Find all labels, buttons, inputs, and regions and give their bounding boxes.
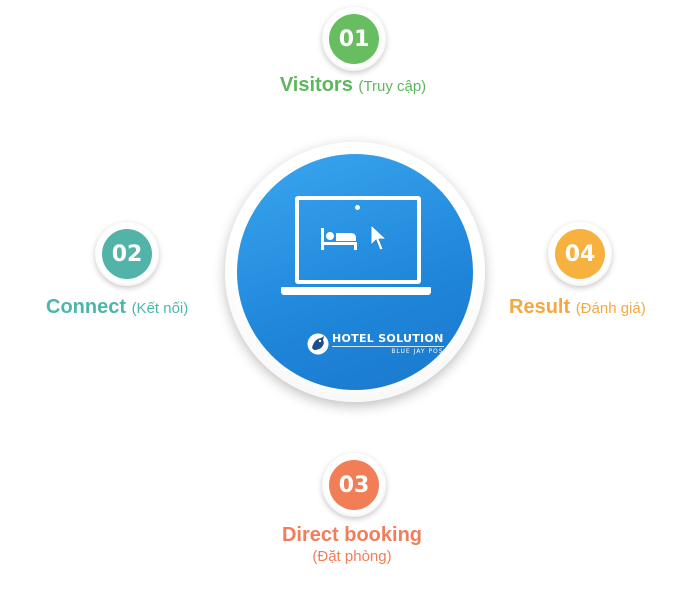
step-title-01: Visitors: [279, 74, 353, 96]
laptop-screen-icon: [295, 196, 421, 284]
brand-title: HOTEL SOLUTION: [332, 332, 444, 345]
step-title-02: Connect: [46, 296, 126, 318]
center-device-circle: HOTEL SOLUTION BLUE JAY POS: [237, 154, 473, 390]
bed-icon: [321, 228, 357, 250]
step-subtitle-04: (Đánh giá): [575, 300, 646, 317]
laptop-camera-icon: [355, 205, 360, 210]
step-label-03: Direct booking (Đặt phòng): [282, 524, 422, 568]
step-title-03: Direct booking: [281, 524, 423, 546]
step-number-02: 02: [102, 229, 152, 279]
step-badge-02: 02: [95, 222, 159, 286]
step-number-04: 04: [555, 229, 605, 279]
brand-text: HOTEL SOLUTION BLUE JAY POS: [332, 332, 444, 355]
step-subtitle-02: (Kết nối): [131, 300, 189, 317]
cursor-arrow-icon: [370, 224, 388, 251]
step-title-04: Result: [509, 296, 571, 318]
step-label-04: Result (Đánh giá): [509, 296, 646, 319]
center-device-ring: HOTEL SOLUTION BLUE JAY POS: [225, 142, 485, 402]
step-label-01: Visitors (Truy cập): [280, 74, 426, 97]
step-number-03: 03: [329, 460, 379, 510]
step-number-01: 01: [329, 14, 379, 64]
laptop-base-icon: [281, 287, 431, 295]
step-label-02: Connect (Kết nối): [46, 296, 188, 319]
step-subtitle-01: (Truy cập): [358, 78, 427, 95]
brand-logo: HOTEL SOLUTION BLUE JAY POS: [307, 332, 444, 355]
blue-jay-logo-icon: [307, 333, 329, 354]
step-badge-01: 01: [322, 7, 386, 71]
step-subtitle-03: (Đặt phòng): [312, 548, 392, 565]
brand-subtitle: BLUE JAY POS: [391, 348, 444, 355]
step-badge-03: 03: [322, 453, 386, 517]
step-badge-04: 04: [548, 222, 612, 286]
brand-divider: [332, 346, 444, 347]
